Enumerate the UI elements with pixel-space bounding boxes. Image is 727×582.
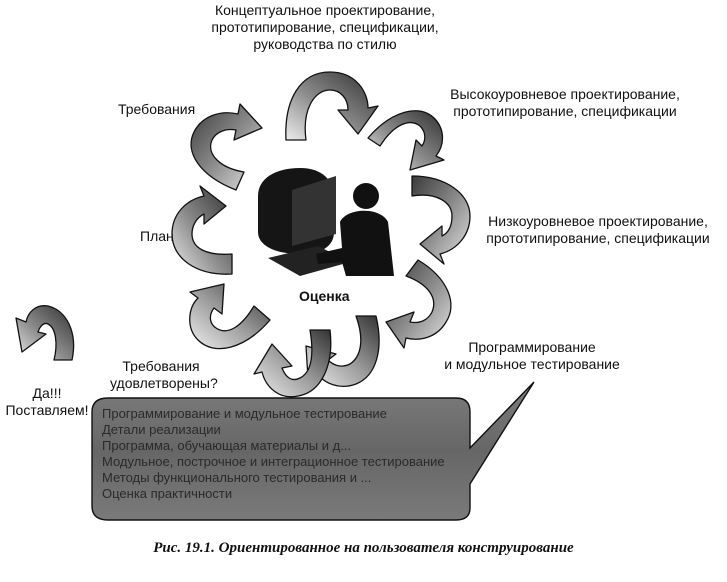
details-box-text: Программирование и модульное тестировани… [102,406,462,502]
figure-caption: Рис. 19.1. Ориентированное на пользовате… [153,540,574,556]
arrow-lower-right-icon [385,259,452,349]
label-evaluation: Оценка [299,288,350,304]
label-high-level-line-1: Высокоуровневое проектирование, [450,86,680,102]
label-conceptual-line-1: Концептуальное проектирование, [214,2,436,18]
label-release: Да!!! Поставляем! [0,385,94,419]
person-body [316,210,394,276]
user-at-computer-icon [258,168,394,276]
arrow-top-right-icon [367,110,445,171]
label-plan: План [140,228,174,244]
arrow-top-icon [285,71,379,141]
details-line: Методы функционального тестирования и ..… [102,470,372,485]
label-requirements-met: Требования удовлетворены? [110,358,218,392]
label-low-level-line-2: прототипирование, спецификации [486,230,710,246]
label-release-line-2: Поставляем! [5,402,89,418]
label-release-line-1: Да!!! [32,385,62,401]
label-programming-line-2: и модульное тестирование [444,356,620,372]
label-low-level: Низкоуровневое проектирование, прототипи… [472,213,724,247]
arrow-upper-left-icon [190,103,263,191]
label-conceptual-line-2: прототипирование, спецификации, [211,19,439,35]
details-line: Программирование и модульное тестировани… [102,406,387,421]
label-conceptual-line-3: руководства по стилю [253,36,397,52]
label-low-level-line-1: Низкоуровневое проектирование, [488,213,708,229]
label-requirements: Требования [118,101,196,117]
details-line: Оценка практичности [102,486,233,501]
arrow-lower-left-icon [189,283,271,350]
arrow-release-icon [15,305,75,361]
details-line: Модульное, построчное и интеграционное т… [102,454,445,469]
label-conceptual: Концептуальное проектирование, прототипи… [180,2,470,53]
details-line: Программа, обучающая материалы и д... [102,438,352,453]
arrow-bottom-icon [253,329,332,398]
label-programming-line-1: Программирование [468,339,596,355]
arrow-left-icon [171,185,233,275]
label-requirements-met-line-2: удовлетворены? [110,375,218,391]
screen-shape [292,176,336,246]
label-high-level-line-2: прототипирование, спецификации [453,103,677,119]
label-high-level: Высокоуровневое проектирование, прототип… [440,86,690,120]
details-line: Детали реализации [102,422,221,437]
details-box [91,381,535,521]
label-programming: Программирование и модульное тестировани… [442,339,622,373]
star-arrows [15,71,471,398]
label-requirements-met-line-1: Требования [122,358,200,374]
person-head [353,183,379,209]
arrow-right-icon [411,175,471,265]
